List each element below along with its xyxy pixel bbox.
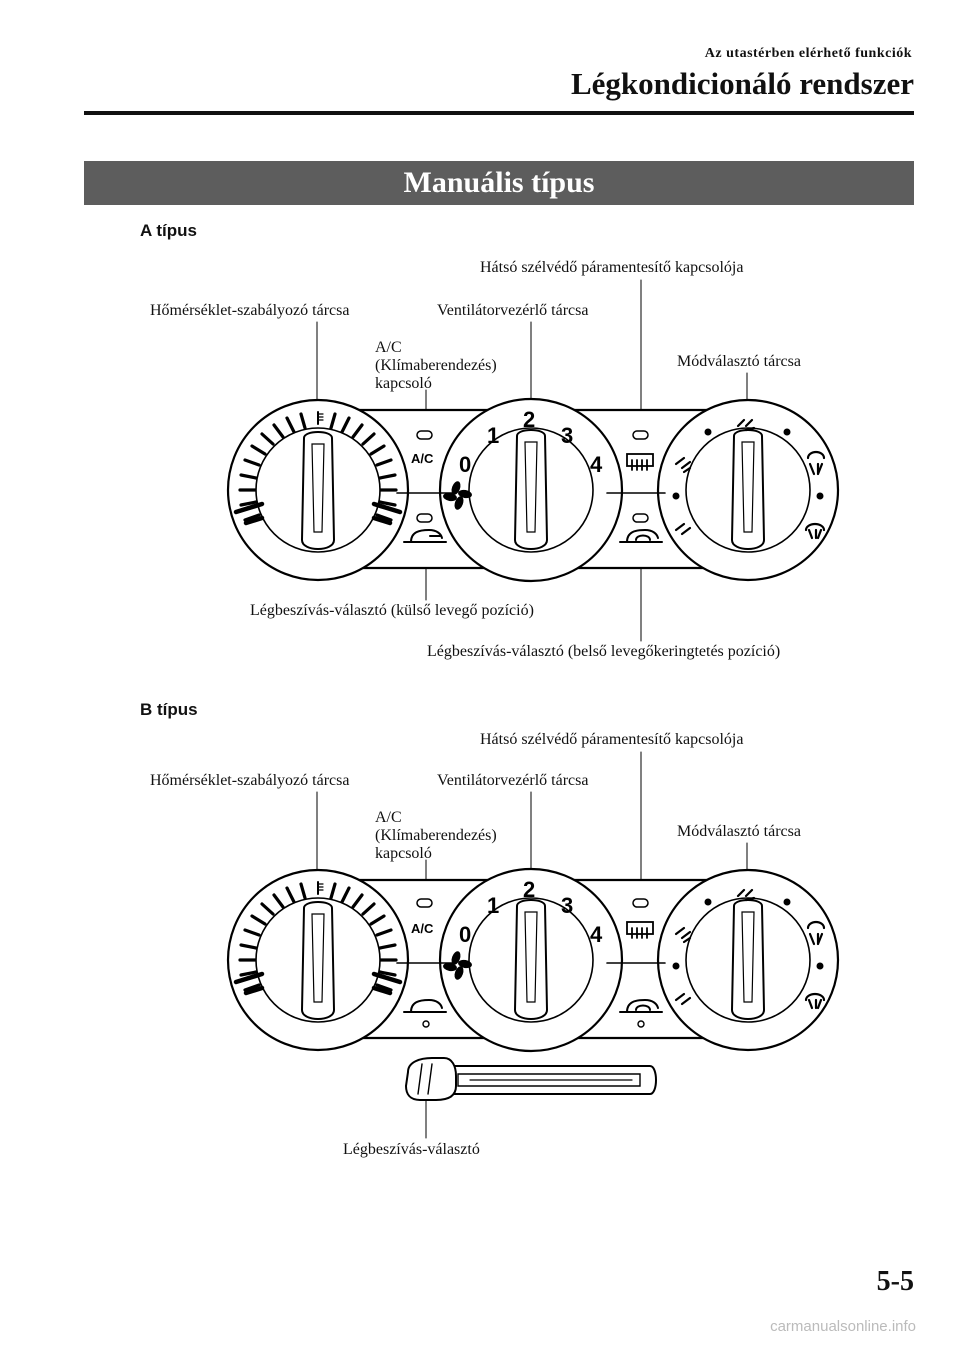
- a-label-rear-defrost: Hátsó szélvédő páramentesítő kapcsolója: [480, 259, 744, 276]
- a-label-ac-line2: (Klímaberendezés): [375, 357, 497, 374]
- b-label-intake-lever: Légbeszívás-választó: [343, 1141, 480, 1158]
- a-temp-ticks: [238, 412, 398, 522]
- a-label-temp-dial: Hőmérséklet-szabályozó tárcsa: [150, 302, 350, 319]
- b-fan-speed-4: 4: [590, 922, 603, 947]
- a-label-intake-recirc: Légbeszívás-választó (belső levegőkering…: [427, 643, 781, 660]
- b-label-mode-dial: Módválasztó tárcsa: [677, 823, 801, 840]
- header-subtitle: Az utastérben elérhető funkciók: [704, 46, 912, 61]
- page-number: 5-5: [876, 1266, 914, 1297]
- b-label-ac-line3: kapcsoló: [375, 845, 432, 862]
- a-fan-speed-1: 1: [487, 423, 499, 448]
- b-fan-speed-1: 1: [487, 893, 499, 918]
- panel-a-illustration: A/C 0 1 2 3 4: [226, 279, 840, 642]
- header-title: Légkondicionáló rendszer: [570, 66, 914, 101]
- a-label-ac-line1: A/C: [375, 339, 402, 356]
- a-mode-dots: [672, 428, 824, 500]
- a-ac-button-label: A/C: [411, 451, 434, 466]
- b-fan-speed-0: 0: [459, 922, 471, 947]
- a-rear-defrost-icon: [626, 453, 654, 471]
- a-fan-speed-3: 3: [561, 423, 573, 448]
- b-label-ac-line1: A/C: [375, 809, 402, 826]
- a-label-mode-dial: Módválasztó tárcsa: [677, 353, 801, 370]
- b-fan-speed-3: 3: [561, 893, 573, 918]
- a-fan-speed-0: 0: [459, 452, 471, 477]
- a-car-outside-icon: [403, 528, 447, 543]
- b-fan-speed-2: 2: [523, 877, 535, 902]
- type-a-label: A típus: [140, 221, 197, 240]
- header-rule: [84, 111, 914, 115]
- section-title: Manuális típus: [84, 161, 914, 205]
- a-label-ac-line3: kapcsoló: [375, 375, 432, 392]
- type-b-label: B típus: [140, 700, 198, 719]
- panel-b-illustration: A/C 0 1 2 3 4: [226, 751, 840, 1139]
- b-label-temp-dial: Hőmérséklet-szabályozó tárcsa: [150, 772, 350, 789]
- watermark: carmanualsonline.info: [770, 1318, 916, 1335]
- a-fan-speed-4: 4: [590, 452, 603, 477]
- a-car-recirc-icon: [619, 528, 663, 543]
- b-label-ac-switch: A/C (Klímaberendezés) kapcsoló: [375, 809, 497, 863]
- a-label-ac-switch: A/C (Klímaberendezés) kapcsoló: [375, 339, 497, 393]
- a-label-intake-outside: Légbeszívás-választó (külső levegő pozíc…: [250, 602, 534, 619]
- a-label-fan-dial: Ventilátorvezérlő tárcsa: [437, 302, 589, 319]
- a-fan-icon: [443, 481, 472, 510]
- a-fan-speed-2: 2: [523, 407, 535, 432]
- b-label-fan-dial: Ventilátorvezérlő tárcsa: [437, 772, 589, 789]
- a-mode-icons: [674, 418, 826, 540]
- b-label-ac-line2: (Klímaberendezés): [375, 827, 497, 844]
- b-label-rear-defrost: Hátsó szélvédő páramentesítő kapcsolója: [480, 731, 744, 748]
- b-ac-button-label: A/C: [411, 921, 434, 936]
